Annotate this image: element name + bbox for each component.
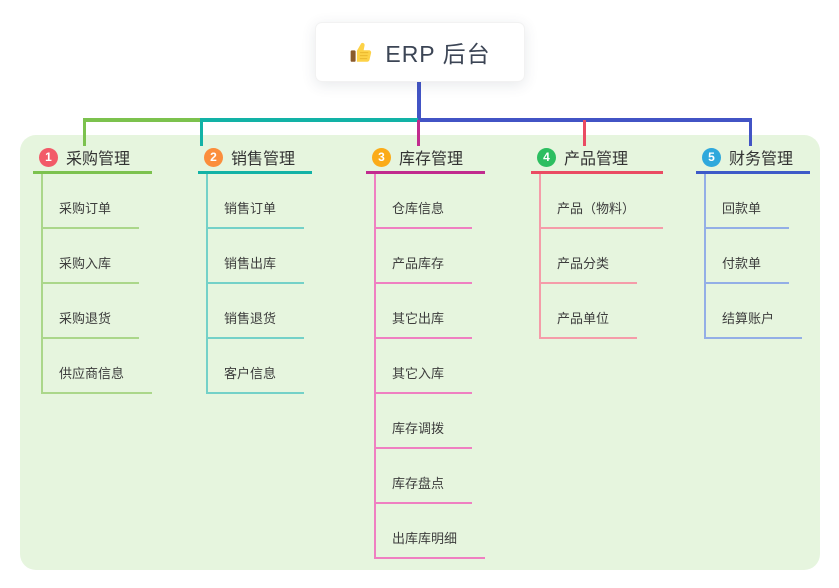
- branch-product: 4 产品管理 产品（物料） 产品分类产品单位: [531, 146, 664, 339]
- mindmap-item[interactable]: 采购入库: [43, 229, 152, 284]
- branch-items: 销售订单销售出库销售退货客户信息: [206, 174, 312, 394]
- root-stem-line: [417, 82, 421, 120]
- branch-title: 销售管理: [231, 151, 296, 168]
- connector-line-h1: [83, 118, 200, 122]
- mindmap-item-label: 采购退货: [43, 308, 140, 339]
- branch-number-badge: 1: [39, 147, 58, 167]
- connector-line-h2: [200, 118, 418, 122]
- drop-line-4: [583, 120, 586, 146]
- mindmap-item[interactable]: 销售退货: [208, 284, 312, 339]
- mindmap-item[interactable]: 产品分类: [541, 229, 663, 284]
- branch-sales: 2 销售管理 销售订单销售出库销售退货客户信息: [198, 146, 312, 394]
- mindmap-item-label: 库存调拨: [376, 418, 473, 449]
- mindmap-item-label: 产品库存: [376, 253, 473, 284]
- drop-line-5: [749, 120, 752, 146]
- branch-header-inventory[interactable]: 3 库存管理: [366, 146, 486, 174]
- branch-title: 库存管理: [399, 151, 464, 168]
- mindmap-item-label: 供应商信息: [43, 363, 153, 394]
- mindmap-item-label: 结算账户: [706, 308, 803, 339]
- mindmap-item-label: 产品分类: [541, 253, 638, 284]
- drop-line-3: [417, 120, 420, 146]
- branch-number-badge: 3: [372, 147, 391, 167]
- branch-header-procurement[interactable]: 1 采购管理: [33, 146, 153, 174]
- mindmap-item[interactable]: 库存调拨: [376, 394, 485, 449]
- mindmap-item-label: 采购订单: [43, 198, 140, 229]
- mindmap-item[interactable]: 产品单位: [541, 284, 663, 339]
- mindmap-item[interactable]: 销售订单: [208, 174, 312, 229]
- mindmap-item[interactable]: 产品（物料）: [541, 174, 664, 229]
- mindmap-item[interactable]: 采购订单: [43, 174, 152, 229]
- mindmap-item-label: 付款单: [706, 253, 790, 284]
- mindmap-item-label: 库存盘点: [376, 473, 473, 504]
- branch-number-badge: 5: [702, 147, 721, 167]
- branch-header-product[interactable]: 4 产品管理: [531, 146, 664, 174]
- thumbs-up-icon: [349, 39, 375, 65]
- branch-title: 采购管理: [66, 151, 131, 168]
- mindmap-item-label: 客户信息: [208, 363, 305, 394]
- branch-title: 财务管理: [729, 151, 794, 168]
- branch-procurement: 1 采购管理 采购订单采购入库采购退货供应商信息: [33, 146, 153, 394]
- mindmap-item[interactable]: 仓库信息: [376, 174, 485, 229]
- mindmap-item[interactable]: 其它入库: [376, 339, 485, 394]
- mindmap-item[interactable]: 产品库存: [376, 229, 485, 284]
- mindmap-item-label: 其它出库: [376, 308, 473, 339]
- mindmap-item[interactable]: 客户信息: [208, 339, 312, 394]
- mindmap-item[interactable]: 供应商信息: [43, 339, 153, 394]
- drop-line-2: [200, 120, 203, 146]
- mindmap-item-label: 销售出库: [208, 253, 305, 284]
- mindmap-item-label: 仓库信息: [376, 198, 473, 229]
- mindmap-item-label: 销售订单: [208, 198, 305, 229]
- mindmap-item[interactable]: 采购退货: [43, 284, 152, 339]
- mindmap-item-label: 产品单位: [541, 308, 638, 339]
- branch-number-badge: 4: [537, 147, 556, 167]
- mindmap-item[interactable]: 结算账户: [706, 284, 810, 339]
- mindmap-item[interactable]: 回款单: [706, 174, 810, 229]
- branch-items: 回款单付款单结算账户: [704, 174, 810, 339]
- mindmap-item[interactable]: 销售出库: [208, 229, 312, 284]
- mindmap-item-label: 销售退货: [208, 308, 305, 339]
- mindmap-item-label: 采购入库: [43, 253, 140, 284]
- branch-items: 产品（物料） 产品分类产品单位: [539, 174, 664, 339]
- branch-inventory: 3 库存管理 仓库信息产品库存其它出库其它入库库存调拨库存盘点出库库明细: [366, 146, 486, 559]
- branch-number-badge: 2: [204, 147, 223, 167]
- branch-finance: 5 财务管理 回款单付款单结算账户: [696, 146, 810, 339]
- drop-line-1: [83, 120, 86, 146]
- mindmap-item[interactable]: 付款单: [706, 229, 810, 284]
- mindmap-item[interactable]: 其它出库: [376, 284, 485, 339]
- branch-header-sales[interactable]: 2 销售管理: [198, 146, 312, 174]
- mindmap-item-label: 出库库明细: [376, 528, 486, 559]
- branch-items: 仓库信息产品库存其它出库其它入库库存调拨库存盘点出库库明细: [374, 174, 486, 559]
- root-title: ERP 后台: [385, 41, 491, 67]
- mindmap-item-label: 产品（物料）: [541, 198, 664, 229]
- branch-items: 采购订单采购入库采购退货供应商信息: [41, 174, 153, 394]
- root-node[interactable]: ERP 后台: [315, 22, 525, 82]
- branches-panel: [20, 135, 820, 570]
- mindmap-item[interactable]: 库存盘点: [376, 449, 485, 504]
- mindmap-item[interactable]: 出库库明细: [376, 504, 486, 559]
- branch-header-finance[interactable]: 5 财务管理: [696, 146, 810, 174]
- branch-title: 产品管理: [564, 151, 629, 168]
- mindmap-item-label: 回款单: [706, 198, 790, 229]
- mindmap-item-label: 其它入库: [376, 363, 473, 394]
